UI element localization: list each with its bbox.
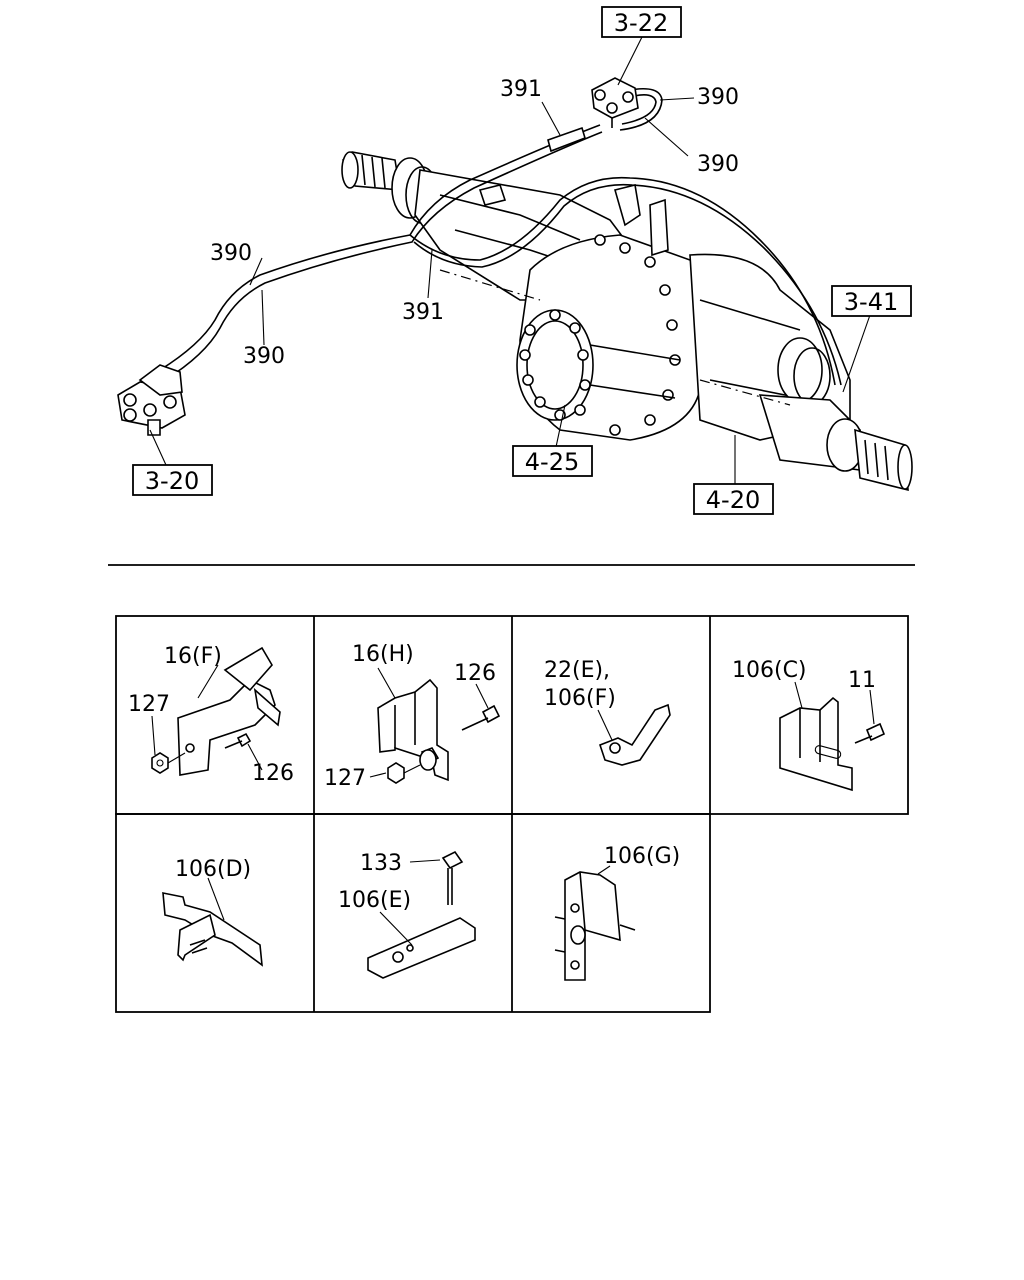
svg-text:4-25: 4-25 [525,448,579,476]
svg-text:3-41: 3-41 [844,288,898,316]
grid-cell-106g[interactable]: 106(G) [554,844,680,981]
cell-label-16h: 16(H) [352,642,414,667]
svg-text:3-20: 3-20 [145,467,199,495]
grid-cell-133-106e[interactable]: 133 106(E) [338,850,476,979]
cell-label-106e: 106(E) [338,888,411,913]
cell-label-106d: 106(D) [175,857,251,882]
grid-cell-106c[interactable]: 106(C) 11 [732,658,886,792]
grid-cell-16h[interactable]: 16(H) 126 127 [324,642,501,791]
cell-label-127: 127 [128,692,170,717]
leader-lines [149,36,871,484]
rear-axle-assembly [341,151,913,492]
cell-label-133: 133 [360,851,402,876]
cell-label-106c: 106(C) [732,658,807,683]
ref-box-3-22[interactable]: 3-22 [601,6,682,38]
cell-label-22e: 22(E), [544,658,610,683]
upper-valve [591,77,639,128]
cell-label-106g: 106(G) [604,844,680,869]
grid-cell-106d[interactable]: 106(D) [162,857,263,967]
part-label-390-left-b: 390 [243,344,285,369]
cell-label-127: 127 [324,766,366,791]
parts-grid [115,615,909,1013]
part-label-390-left-a: 390 [210,241,252,266]
part-label-390-upper-b: 390 [697,152,739,177]
cell-label-106f: 106(F) [544,686,616,711]
ref-box-4-20[interactable]: 4-20 [693,483,774,515]
cell-label-16f: 16(F) [164,644,222,669]
ref-box-4-25[interactable]: 4-25 [512,445,593,477]
part-label-391-center: 391 [402,300,444,325]
svg-text:4-20: 4-20 [706,486,760,514]
cell-label-126: 126 [252,761,294,786]
grid-cell-16f[interactable]: 16(F) 127 126 [128,644,294,786]
part-label-391-upper: 391 [500,77,542,102]
part-label-390-upper-a: 390 [697,85,739,110]
cell-label-126: 126 [454,661,496,686]
ref-box-3-20[interactable]: 3-20 [132,464,213,496]
grid-cell-22e-106f[interactable]: 22(E), 106(F) [544,658,671,766]
cell-label-11: 11 [848,668,876,693]
ref-box-3-41[interactable]: 3-41 [831,285,912,317]
brake-pipes [159,87,842,386]
left-valve [117,364,186,436]
svg-text:3-22: 3-22 [614,9,668,37]
